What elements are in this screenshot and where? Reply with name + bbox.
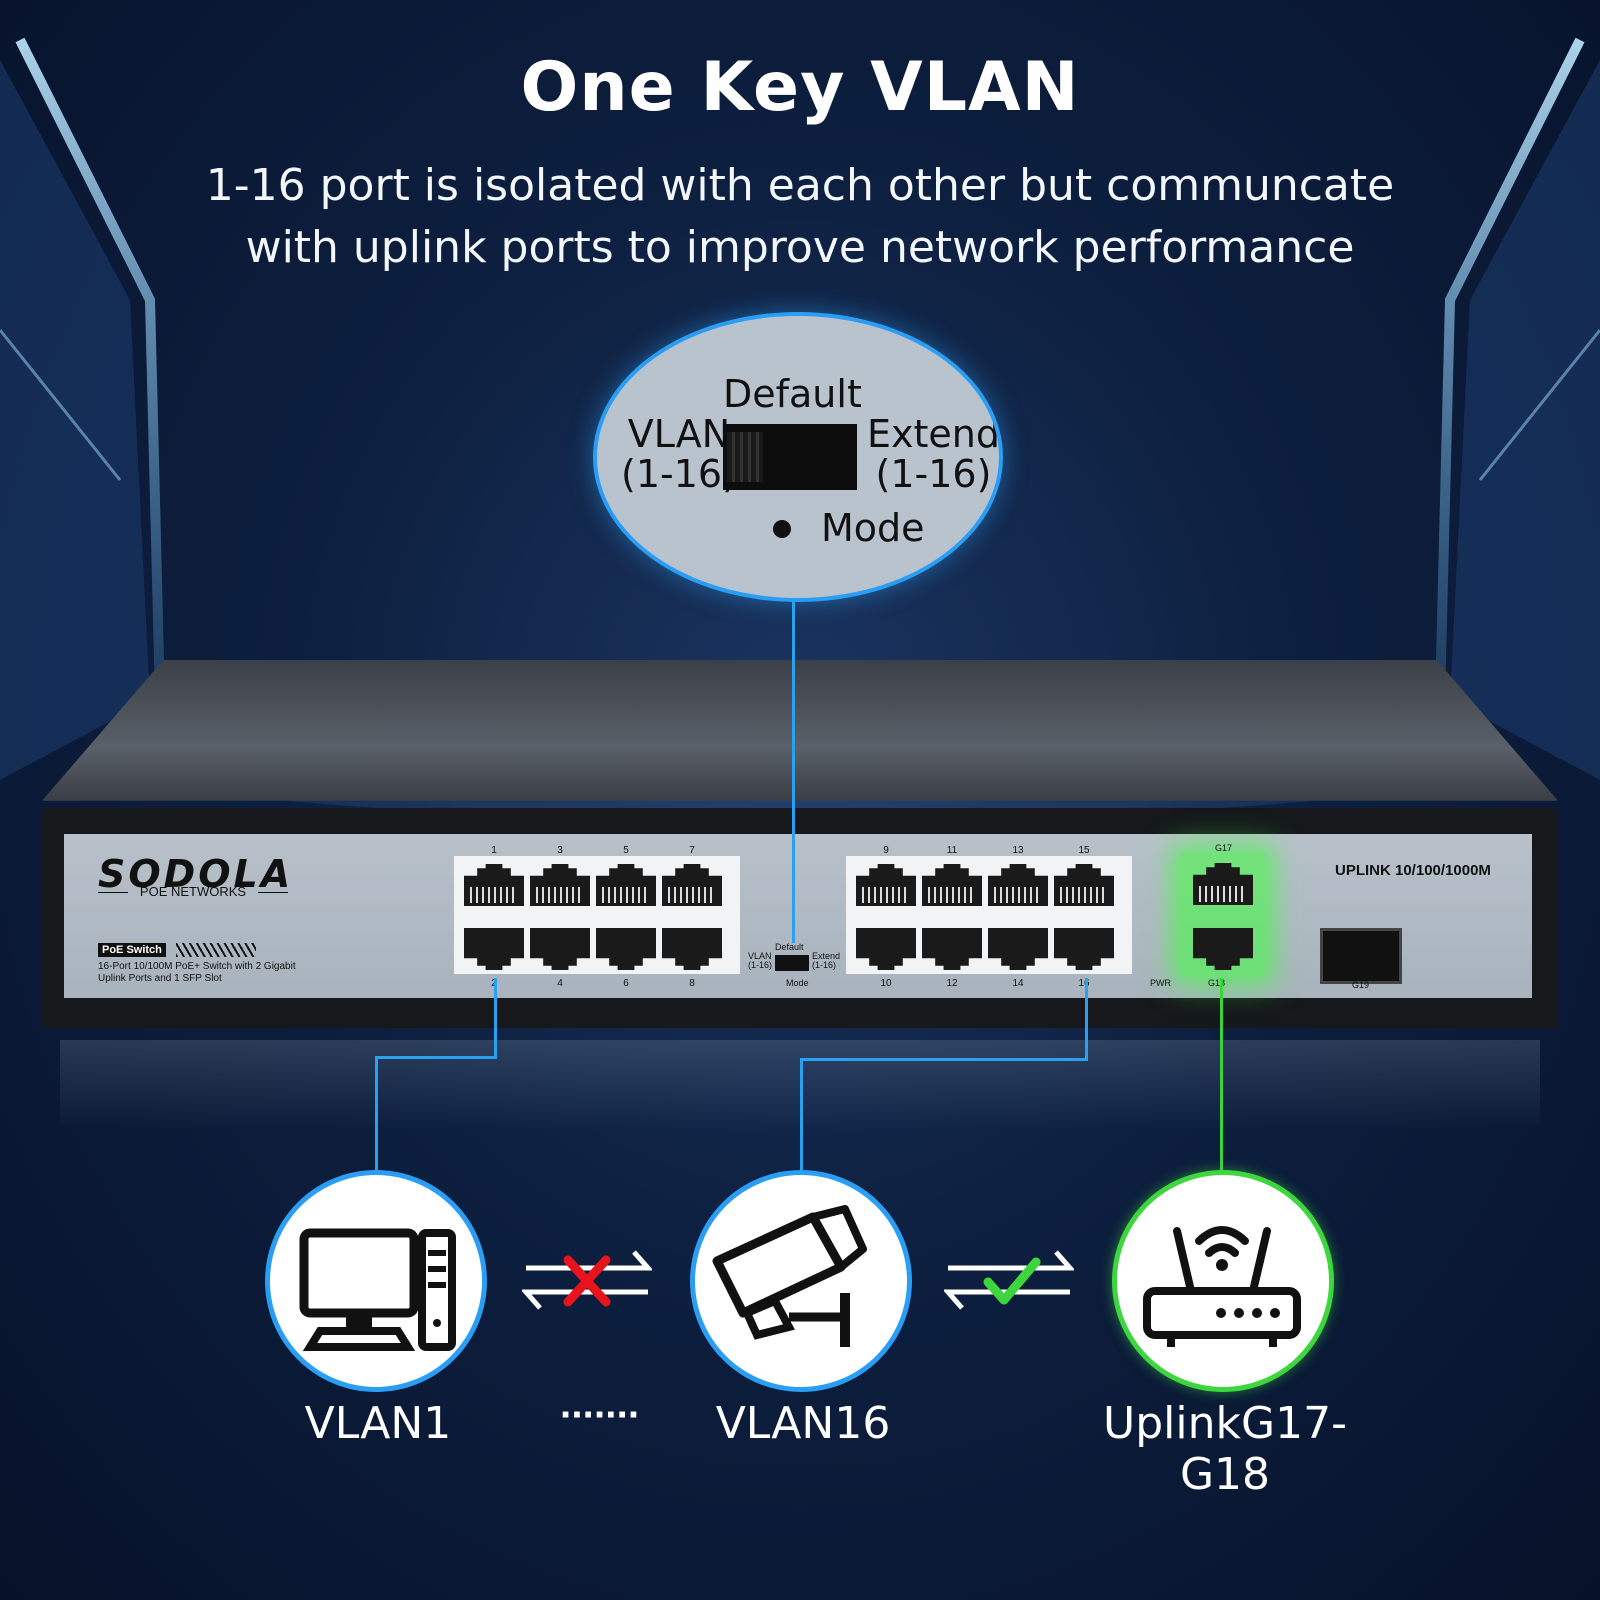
g19-label: G19 (1352, 980, 1370, 990)
uplink-label: UplinkG17-G18 (1103, 1398, 1347, 1500)
port-number: 11 (946, 845, 958, 856)
blocked-exchange-icon (522, 1250, 652, 1310)
vlan1-wire-vertical-bottom (375, 1056, 378, 1172)
port-number: 8 (689, 978, 695, 989)
zoom-vlan-label: VLAN (1-16) (621, 414, 737, 494)
uplink-speed-label: UPLINK 10/100/1000M (1335, 862, 1491, 879)
mini-vlan-label: VLAN (1-16) (748, 951, 773, 970)
mini-mode-label: Mode (786, 978, 809, 988)
product-description: 16-Port 10/100M PoE+ Switch with 2 Gigab… (98, 961, 296, 984)
port-number: 7 (689, 845, 695, 856)
pwr-led-label: PWR (1150, 978, 1171, 988)
slide-knob (727, 432, 763, 482)
port-number: 9 (883, 845, 889, 856)
zoom-mode-label: Mode (821, 506, 925, 550)
mode-switch-zoom-callout: Default VLAN (1-16) Extend (1-16) Mode (593, 312, 1003, 602)
mode-switch[interactable] (775, 955, 809, 971)
uplink-node (1112, 1170, 1334, 1392)
port-number: 15 (1078, 845, 1090, 856)
vlan16-node (690, 1170, 912, 1392)
security-camera-icon (712, 1205, 867, 1347)
port-number: 12 (946, 978, 958, 989)
ellipsis-separator: ······· (560, 1393, 641, 1437)
vlan1-wire-horizontal (375, 1056, 497, 1059)
g17-label: G17 (1215, 843, 1233, 853)
poe-switch-tag: PoE Switch (98, 943, 166, 957)
uplink-wire (1220, 978, 1223, 1172)
vlan16-wire-vertical-bottom (800, 1058, 803, 1172)
mini-default-label: Default (775, 942, 804, 952)
brand-logo: SODOLA (98, 852, 294, 896)
port-number: 6 (623, 978, 629, 989)
mode-dot-icon (773, 520, 791, 538)
desktop-computer-icon (299, 1228, 456, 1351)
port-number: 14 (1012, 978, 1024, 989)
port-number: 13 (1012, 845, 1024, 856)
callout-leader-line (792, 598, 795, 943)
port-number: 16 (1078, 978, 1090, 989)
subtitle-line-1: 1-16 port is isolated with each other bu… (205, 160, 1395, 211)
zoom-vlan-range: (1-16) (621, 452, 737, 496)
zoom-default-label: Default (723, 372, 862, 416)
zoom-extend-range: (1-16) (875, 452, 992, 496)
wifi-router-icon (1143, 1226, 1301, 1347)
port-number: 4 (557, 978, 563, 989)
zoom-mode-slide-switch (723, 424, 857, 490)
vlan1-label: VLAN1 (304, 1398, 452, 1449)
port-number: 3 (557, 845, 563, 856)
vlan1-node (265, 1170, 487, 1392)
mini-extend-label: Extend (1-16) (812, 951, 841, 970)
port-number: 10 (880, 978, 892, 989)
page-title: One Key VLAN (520, 48, 1080, 127)
sfp-slot-g19[interactable] (1320, 928, 1402, 984)
port-number: 1 (491, 845, 497, 856)
switch-top-cover (42, 660, 1558, 801)
vlan1-wire-vertical-top (494, 978, 497, 1058)
zoom-vlan-text: VLAN (627, 412, 731, 456)
zoom-extend-text: Extend (867, 412, 1000, 456)
zoom-extend-label: Extend (1-16) (867, 412, 1000, 496)
hatch-decoration (176, 943, 256, 957)
vlan16-wire-horizontal (800, 1058, 1088, 1061)
subtitle-line-2: with uplink ports to improve network per… (245, 222, 1355, 273)
port-number: 5 (623, 845, 629, 856)
g18-label: G18 (1208, 978, 1226, 988)
vlan16-wire-vertical-top (1085, 978, 1088, 1060)
brand-subtitle: POE NETWORKS (98, 884, 288, 899)
vlan16-label: VLAN16 (715, 1398, 891, 1449)
allowed-exchange-icon (944, 1250, 1074, 1310)
